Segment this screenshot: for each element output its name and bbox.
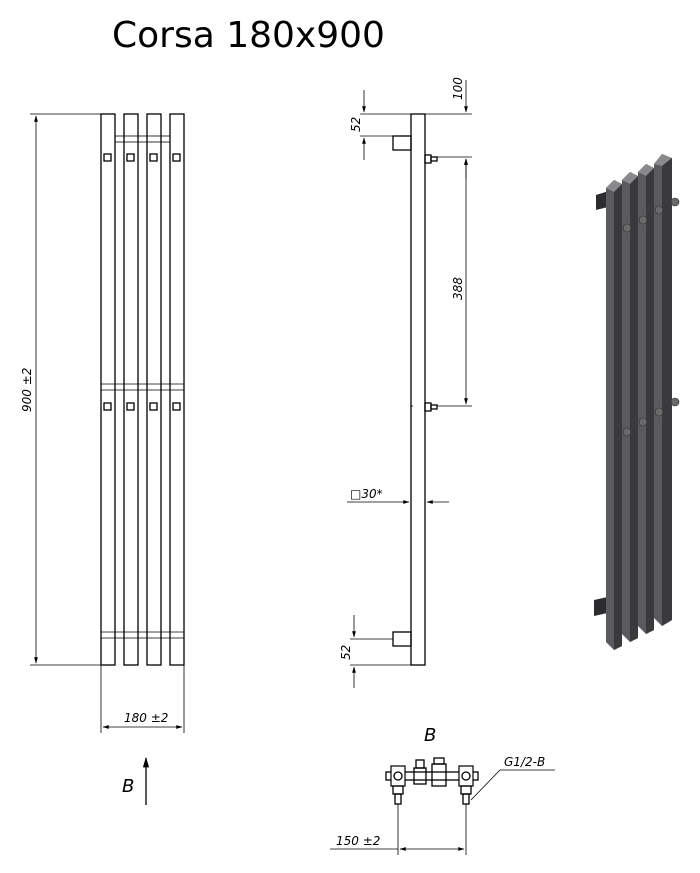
tube-1 <box>100 113 116 666</box>
view-b-detail: B G1/2-B 150 ±2 <box>330 725 555 855</box>
bottom-connector-dimension: 52 <box>339 645 353 660</box>
middle-connectors <box>101 383 184 391</box>
front-view: 900 ±2 180 ±2 B <box>20 113 185 805</box>
side-top-pipe <box>392 135 412 151</box>
top-connector-dimension: 52 <box>349 117 363 132</box>
tube-3 <box>146 113 162 666</box>
drawing-title: Corsa 180x900 <box>112 15 385 56</box>
side-bottom-pipe <box>392 631 412 647</box>
tube-4 <box>169 113 185 666</box>
view-arrow-label: B <box>122 776 134 797</box>
thread-label: G1/2-B <box>504 755 545 769</box>
mount-squares-middle <box>103 402 181 411</box>
top-offset-dimension: 100 <box>451 77 465 100</box>
profile-dimension: □30* <box>350 487 383 501</box>
side-bracket-top <box>424 154 438 164</box>
height-dimension: 900 ±2 <box>20 368 34 412</box>
view-section-label: B <box>424 725 436 746</box>
connection-spacing-dimension: 150 ±2 <box>336 834 380 848</box>
side-view: 100 388 52 □30* 52 <box>339 77 472 688</box>
axis-distance-dimension: 388 <box>451 277 465 300</box>
product-render <box>594 154 680 650</box>
top-connectors <box>115 135 170 143</box>
tube-2 <box>123 113 139 666</box>
side-tube <box>410 113 426 666</box>
side-bracket-bottom <box>424 402 438 412</box>
bottom-connectors <box>101 631 184 639</box>
width-dimension: 180 ±2 <box>124 711 168 725</box>
mount-squares-top <box>103 153 181 162</box>
